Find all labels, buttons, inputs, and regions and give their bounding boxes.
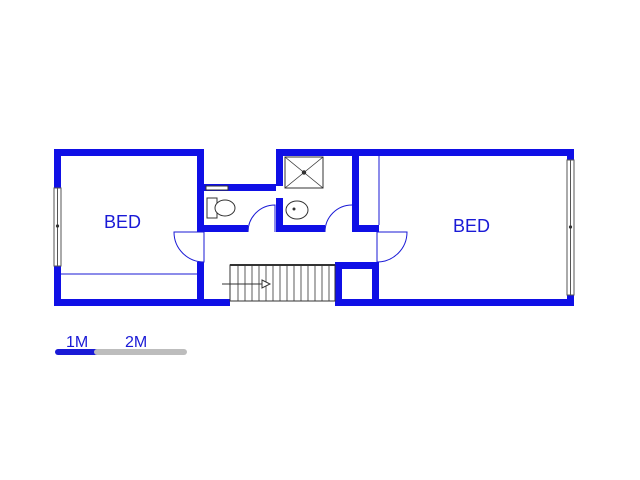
scale-label-1m: 1M [66,334,88,351]
left-bedroom-walls [53,149,204,306]
scale-bar: 1M 2M [55,334,187,355]
room-label-left-bed: BED [104,212,141,232]
scale-label-2m: 2M [125,334,147,351]
right-bedroom-walls [352,149,575,306]
room-label-right-bed: BED [453,216,490,236]
central-walls [173,149,408,306]
